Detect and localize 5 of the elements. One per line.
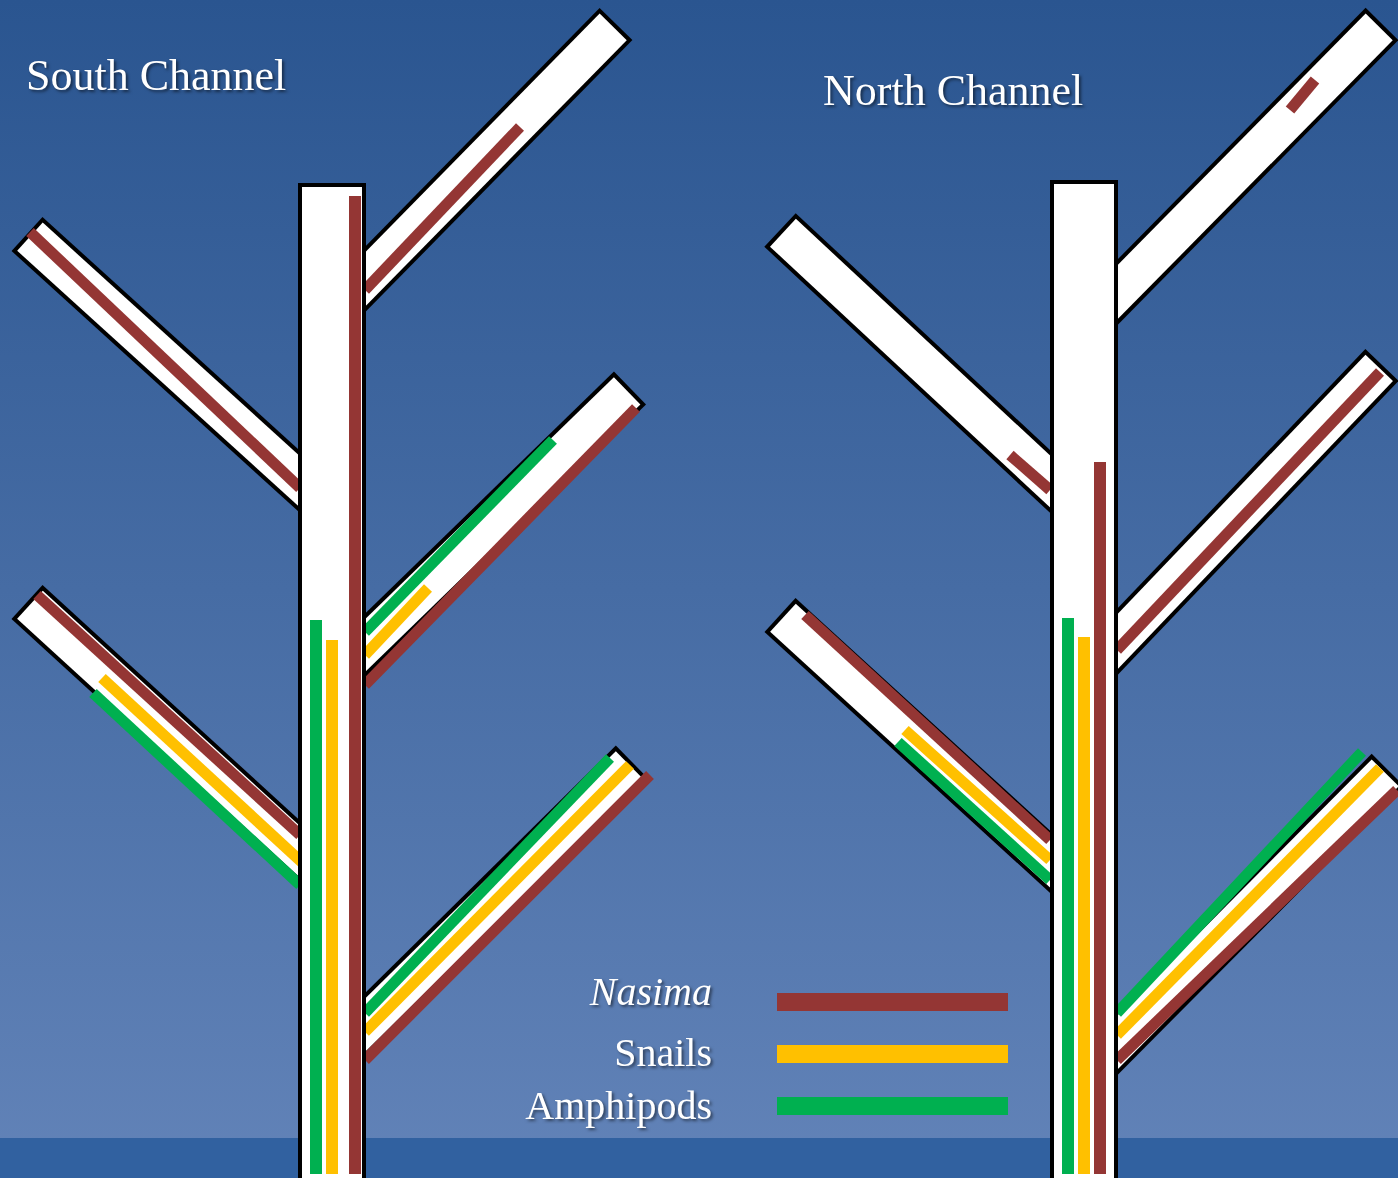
channel-title: North Channel [823, 67, 1084, 116]
channel-title: South Channel [26, 52, 287, 101]
legend-label: Nasima [589, 970, 712, 1014]
legend-label: Amphipods [525, 1084, 712, 1128]
legend-label: Snails [614, 1031, 712, 1075]
